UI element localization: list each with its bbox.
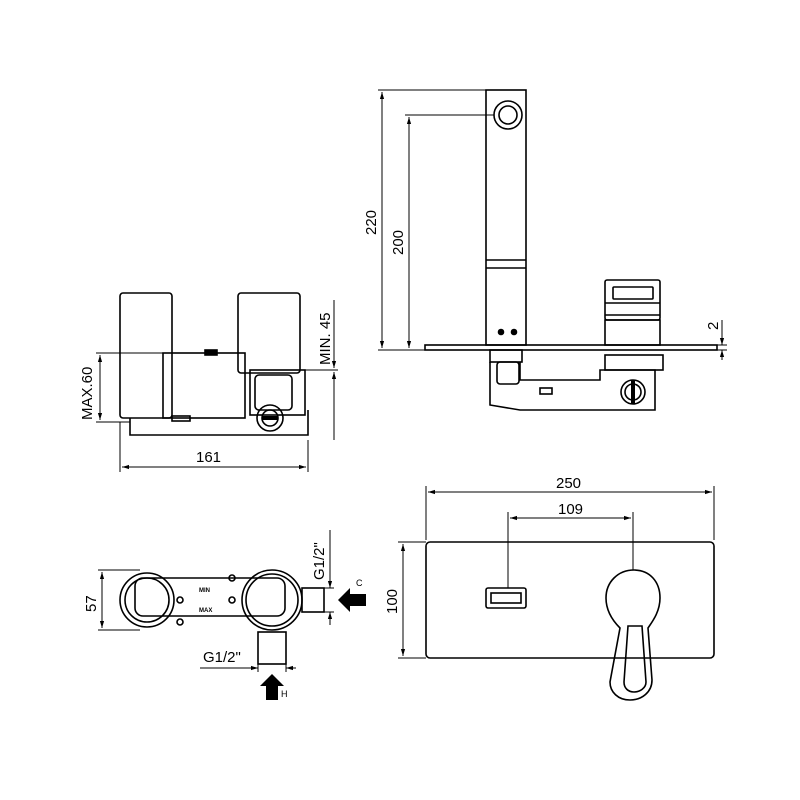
spout-outlet-front xyxy=(485,587,527,609)
label-cold: C xyxy=(356,578,363,588)
hot-inlet-arrow-icon xyxy=(260,674,284,700)
dim-inlet-side: G1/2" xyxy=(311,542,328,580)
inlet-front-view-icon xyxy=(256,404,284,432)
dim-body-height: 57 xyxy=(83,595,100,612)
dim-plate-thickness: 2 xyxy=(705,322,722,330)
dim-spout-height: 220 xyxy=(363,210,380,235)
dim-centers: 109 xyxy=(558,501,583,518)
side-view xyxy=(424,89,718,411)
label-hot: H xyxy=(281,689,288,699)
label-max: MAX xyxy=(199,608,212,614)
plate-front-dimensions xyxy=(398,486,715,659)
cold-inlet-arrow-icon xyxy=(338,588,366,612)
cover-plate-front xyxy=(425,541,715,659)
dim-inlet-bottom: G1/2" xyxy=(203,649,241,666)
body-top-dimensions xyxy=(98,530,334,672)
dim-body-width: 161 xyxy=(196,449,221,466)
right-cartridge-icon xyxy=(241,569,303,631)
right-cap xyxy=(237,292,301,374)
left-cap xyxy=(119,292,173,419)
lever-handle xyxy=(605,569,661,701)
lever-block xyxy=(604,279,661,321)
dim-spout-outlet-height: 200 xyxy=(390,230,407,255)
dim-max-depth: MAX.60 xyxy=(79,367,96,420)
body-front-view xyxy=(119,292,309,436)
plate-front-view xyxy=(425,541,715,701)
body-front-dimensions xyxy=(96,300,338,472)
dim-min-depth: MIN. 45 xyxy=(317,312,334,365)
dim-plate-height: 100 xyxy=(384,589,401,614)
left-cartridge-icon xyxy=(119,572,175,628)
body-top-view xyxy=(119,569,325,665)
dim-plate-width: 250 xyxy=(556,475,581,492)
cover-plate-side xyxy=(424,344,718,351)
label-min: MIN xyxy=(199,588,210,594)
side-view-dimensions xyxy=(378,89,727,360)
